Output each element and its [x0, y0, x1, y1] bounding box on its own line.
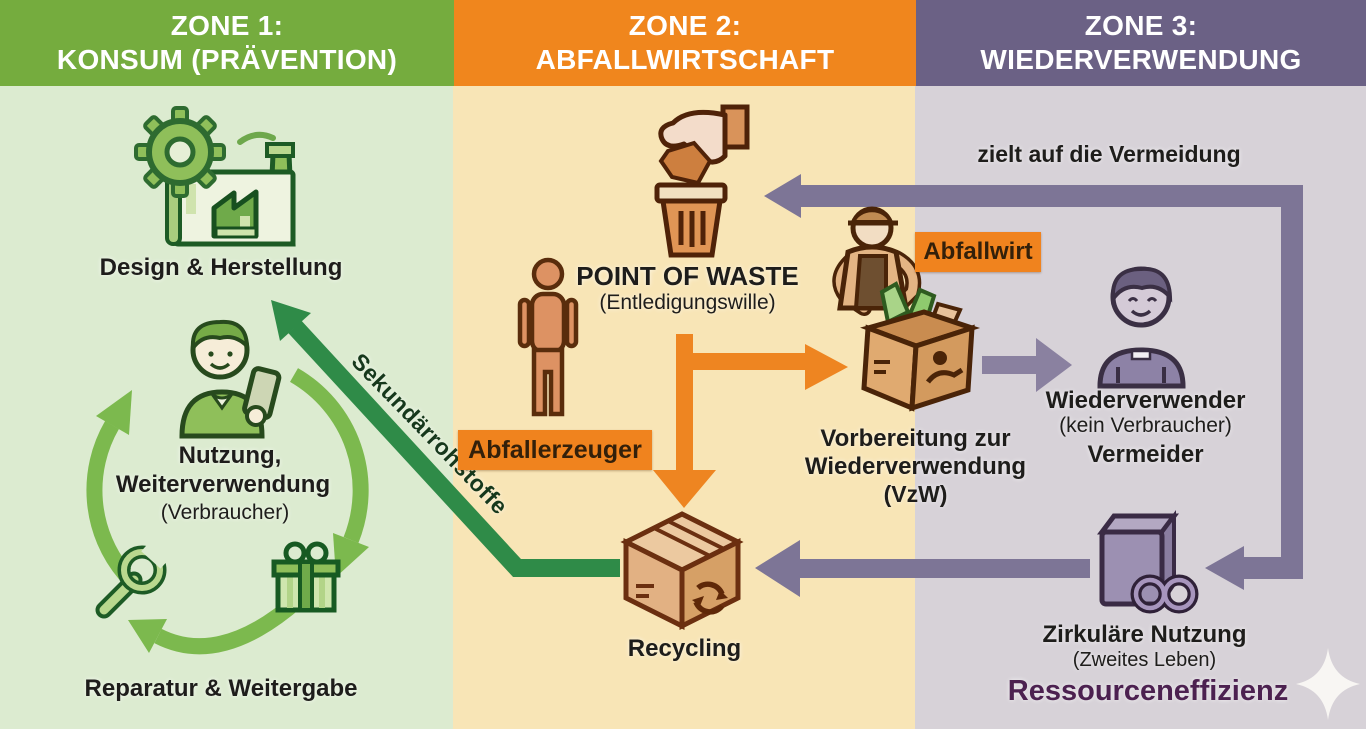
design-herstellung-label: Design & Herstellung: [99, 254, 343, 281]
point-of-waste-label: POINT OF WASTE: [576, 261, 799, 291]
entledigungswille-label: (Entledigungswille): [599, 291, 776, 314]
purple-vermeidung-arrow: [764, 174, 1303, 590]
recycle-symbol-icon: [692, 581, 728, 615]
abfallwirt-badge: Abfallwirt: [915, 232, 1041, 272]
nutzung-label-line2: Weiterverwendung: [115, 471, 331, 498]
waste-worker-sorting-icon: [832, 206, 981, 412]
apron: [853, 254, 888, 310]
smoke-icon: [237, 131, 276, 145]
factory-icon: [211, 189, 259, 239]
nutzung-label-line1: Nutzung,: [178, 442, 282, 469]
zone1-title-line1: ZONE 1:: [170, 10, 284, 41]
vermeider-label: Vermeider: [1087, 441, 1204, 468]
vorbereitung-label-line1: Vorbereitung zur: [820, 425, 1011, 452]
infinity-icon: [1130, 574, 1199, 614]
recycling-label: Recycling: [627, 635, 742, 662]
zone3-title-line2: WIEDERVERWENDUNG: [980, 44, 1302, 75]
gift-icon: [271, 541, 341, 613]
zweites-leben-label: (Zweites Leben): [1072, 649, 1217, 671]
reparatur-weitergabe-label: Reparatur & Weitergabe: [84, 675, 358, 702]
verbraucher-label: (Verbraucher): [160, 501, 290, 524]
wrench-icon: [95, 536, 174, 619]
recycling-box-icon: [620, 511, 744, 631]
circular-use-box-icon: [1097, 510, 1199, 614]
zone1-header: ZONE 1: KONSUM (PRÄVENTION): [0, 0, 454, 86]
zone3-header: ZONE 3: WIEDERVERWENDUNG: [916, 0, 1366, 86]
purple-zirkulaer-to-recycling-arrow: [755, 540, 1090, 597]
wiederverwender-label: Wiederverwender: [1045, 387, 1246, 414]
reuser-person-icon: [1097, 266, 1186, 389]
gear-icon: [134, 106, 226, 198]
zirkulaere-nutzung-label: Zirkuläre Nutzung: [1042, 621, 1247, 648]
cycle-arrows: [86, 368, 369, 655]
hand-into-bin-icon: [654, 104, 750, 258]
kein-verbraucher-label: (kein Verbraucher): [1059, 414, 1232, 437]
vorbereitung-label-line2: Wiederverwendung: [804, 453, 1027, 480]
waste-producer-person-icon: [517, 257, 579, 417]
zone1-title-line2: KONSUM (PRÄVENTION): [56, 44, 398, 75]
cap: [850, 208, 894, 224]
purple-worker-to-reuser-arrow: [982, 338, 1072, 392]
sorting-box: [860, 309, 981, 412]
consumer-person-icon: [179, 319, 282, 439]
vzw-label: (VzW): [883, 481, 948, 507]
design-manufacturing-icon: [134, 106, 296, 247]
zone2-header: ZONE 2: ABFALLWIRTSCHAFT: [454, 0, 916, 86]
zone2-title-line2: ABFALLWIRTSCHAFT: [535, 44, 835, 75]
sekundaerrohstoffe-arrow: [271, 300, 620, 577]
sparkle-icon: [1296, 648, 1360, 720]
zone2-title-line1: ZONE 2:: [628, 10, 742, 41]
zone3-title-line1: ZONE 3:: [1084, 10, 1198, 41]
abfallerzeuger-badge: Abfallerzeuger: [458, 430, 652, 470]
ressourceneffizienz-label: Ressourceneffizienz: [1007, 675, 1289, 707]
orange-flow-arrows: [653, 334, 848, 508]
zielt-auf-vermeidung-label: zielt auf die Vermeidung: [977, 141, 1241, 167]
